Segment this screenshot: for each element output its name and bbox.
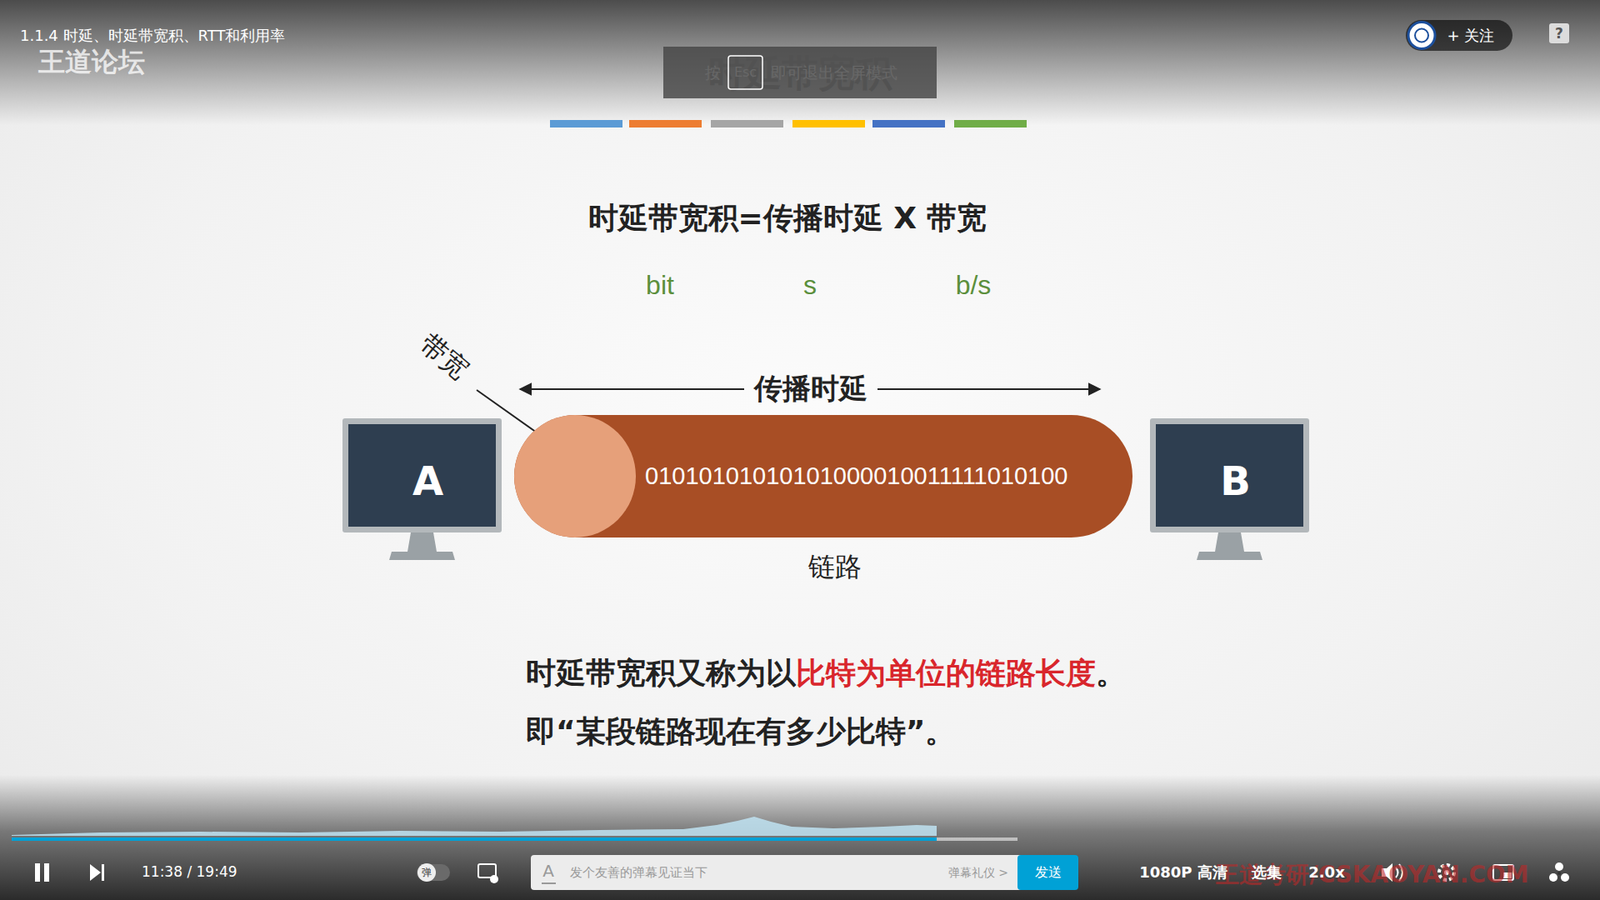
follow-pill	[1405, 20, 1513, 51]
send-button: 发送	[1035, 864, 1062, 880]
note-text: 即“某段链路现在有多少比特”。	[525, 713, 955, 750]
note-text: 时延带宽积又称为以	[525, 655, 796, 691]
player-controls	[541, 882, 556, 885]
watermark: 王道论坛	[38, 45, 145, 78]
player-controls	[416, 864, 450, 881]
color-bars	[550, 120, 1027, 128]
hint-panel	[663, 46, 937, 99]
player-controls	[1555, 862, 1564, 871]
progress-bar	[936, 837, 1018, 841]
computer-screen: B	[1150, 418, 1310, 533]
etiquette-link: 弹幕礼仪 >	[948, 865, 1009, 880]
help-icon	[1549, 23, 1570, 44]
follow-pill	[1415, 29, 1429, 43]
bit-stream: 01010101010101000010011111010100	[645, 461, 1069, 491]
speed-button: 2.0x	[1308, 863, 1345, 882]
follow-pill	[1405, 20, 1513, 51]
input-placeholder: 发个友善的弹幕见证当下	[570, 865, 708, 880]
player-controls	[44, 863, 50, 882]
dimension-arrow	[877, 388, 1100, 390]
color-bars	[792, 120, 865, 128]
font-icon: A	[542, 860, 555, 881]
danmaku-toggle: 弹	[421, 866, 432, 879]
color-bars	[872, 120, 945, 128]
quality-button: 1080P 高清	[1139, 863, 1228, 882]
help-icon	[1549, 23, 1570, 44]
color-bars	[710, 120, 784, 128]
player-controls	[1017, 855, 1079, 890]
progress-bar	[11, 837, 937, 841]
callout-label: 带宽	[413, 327, 475, 387]
time-display: 11:38 / 19:49	[141, 863, 238, 880]
pipe-end	[514, 415, 636, 538]
player-controls	[101, 864, 105, 881]
progress-bar	[11, 816, 1018, 841]
video-title: 1.1.4 时延、时延带宽积、RTT和利用率	[20, 26, 285, 45]
key-label: Esc	[734, 64, 757, 80]
hint-text: 按	[705, 63, 721, 83]
player-controls	[417, 863, 436, 882]
link-label: 链路	[808, 550, 862, 583]
player-controls	[1557, 871, 1561, 875]
dimension-arrow	[520, 388, 745, 390]
note-highlight: 比特为单位的链路长度	[795, 655, 1096, 691]
color-bars	[550, 120, 623, 128]
pipe-body	[514, 415, 1133, 538]
progress-bar	[11, 816, 937, 836]
unit-label: s	[803, 269, 817, 301]
episode-button: 选集	[1251, 863, 1282, 882]
player-controls	[1560, 873, 1570, 882]
bottom-shade	[0, 775, 1600, 900]
player-controls	[35, 855, 1570, 890]
player-controls	[90, 864, 101, 881]
dimension-label: 传播时延	[754, 371, 868, 406]
computer-screen: A	[342, 418, 502, 533]
player-controls	[530, 855, 1031, 890]
player-controls	[1549, 873, 1558, 882]
player-controls	[490, 875, 499, 884]
hint-text: 即可退出全屏模式	[770, 63, 898, 83]
link-pipe: 01010101010101000010011111010100链路	[514, 415, 1133, 538]
formula: 时延带宽积=传播时延 X 带宽	[588, 200, 988, 236]
note-text: 。	[1095, 655, 1126, 691]
follow-pill	[1408, 22, 1435, 50]
monitor-stand	[407, 532, 437, 552]
host-label: B	[1220, 457, 1251, 506]
unit-label: b/s	[955, 269, 992, 301]
host-label: A	[412, 457, 444, 506]
player-controls	[35, 863, 40, 882]
help-icon: ?	[1555, 25, 1564, 42]
unit-label: bit	[645, 269, 675, 301]
monitor-stand	[1196, 551, 1263, 560]
monitor-stand	[1215, 532, 1245, 552]
follow-button: + 关注	[1447, 26, 1495, 45]
color-bars	[954, 120, 1027, 128]
monitor-stand	[389, 551, 455, 560]
top-shade	[0, 0, 1600, 125]
color-bars	[629, 120, 702, 128]
